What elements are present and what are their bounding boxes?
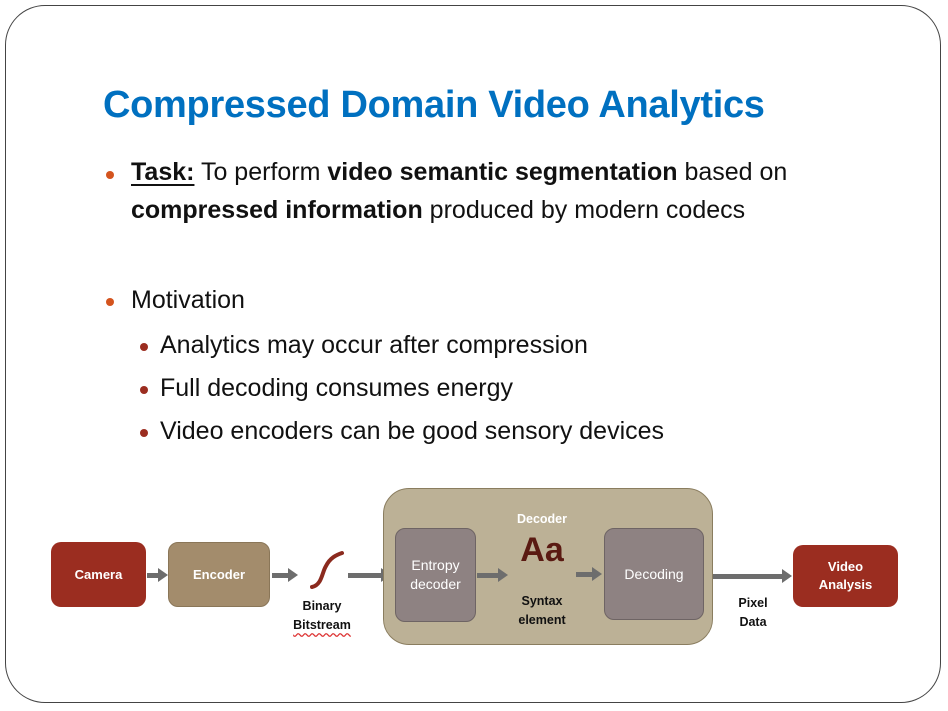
sub-bullet-dot xyxy=(140,429,148,437)
encoder-box: Encoder xyxy=(168,542,270,607)
arrow-icon xyxy=(713,569,792,583)
arrow-icon xyxy=(348,568,391,582)
camera-box: Camera xyxy=(51,542,146,607)
bullet-dot xyxy=(106,171,114,179)
task-line-2: compressed information produced by moder… xyxy=(131,196,746,224)
motivation-line: Motivation xyxy=(131,286,245,314)
decoder-title: Decoder xyxy=(516,512,568,526)
sub-bullet: Full decoding consumes energy xyxy=(160,374,513,402)
syntax-aa-icon: Aa xyxy=(520,531,564,569)
sub-bullet: Analytics may occur after compression xyxy=(160,331,588,359)
sub-bullet: Video encoders can be good sensory devic… xyxy=(160,417,665,445)
slide-frame xyxy=(5,5,941,703)
slide-title: Compressed Domain Video Analytics xyxy=(103,84,765,126)
task-line-1: Task: To perform video semantic segmenta… xyxy=(131,158,788,186)
sub-bullet-dot xyxy=(140,386,148,394)
sub-bullet-dot xyxy=(140,343,148,351)
arrow-icon xyxy=(272,568,298,582)
bullet-dot xyxy=(106,298,114,306)
bitstream-curve-icon xyxy=(310,551,344,589)
decoding-box: Decoding xyxy=(604,528,704,620)
arrow-icon xyxy=(477,568,508,582)
arrow-icon xyxy=(147,568,168,582)
arrow-icon xyxy=(576,567,602,581)
